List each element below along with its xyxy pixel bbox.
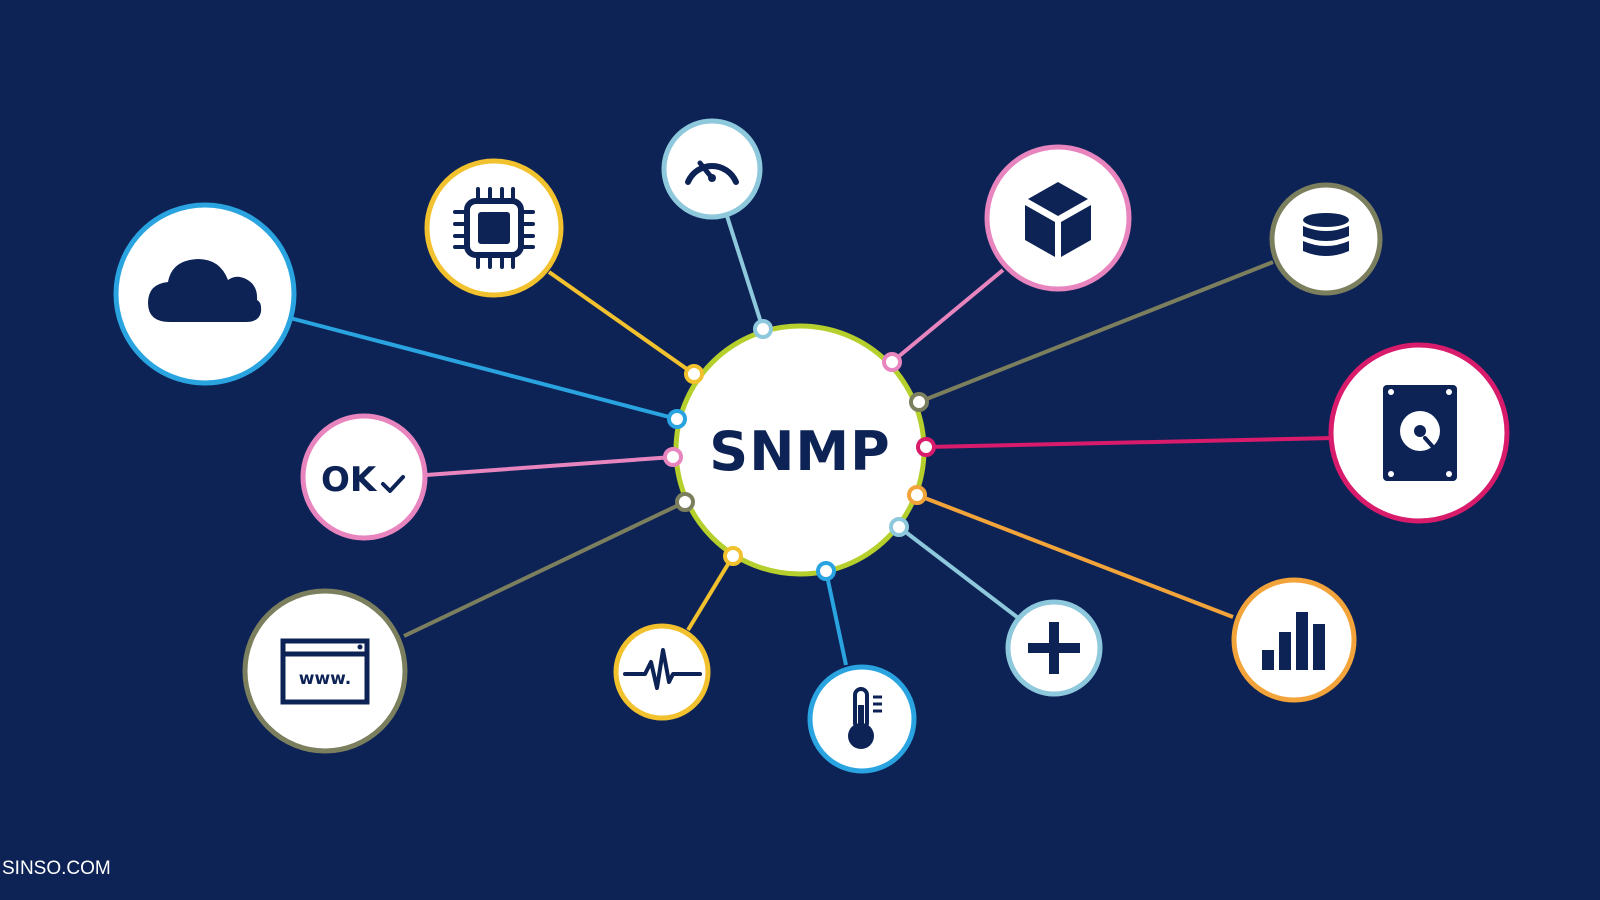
anchor-thermometer [816, 561, 836, 581]
center-label: SNMP [709, 420, 890, 483]
node-gauge [661, 118, 763, 220]
anchor-bar-chart [907, 485, 927, 505]
anchor-cloud [667, 409, 687, 429]
anchor-hard-drive [916, 437, 936, 457]
connector-plus [897, 525, 1019, 619]
connector-hard-drive [925, 436, 1334, 449]
heartbeat-pulse-icon [623, 648, 702, 690]
ok-check-icon: OK [321, 460, 405, 500]
bar-chart-icon [1262, 612, 1325, 670]
connector-lines [289, 215, 1334, 666]
ring-anchor-dots [663, 319, 936, 581]
thermometer-icon [848, 687, 882, 749]
anchor-cube [882, 352, 902, 372]
connector-cube [890, 268, 1005, 364]
connector-pulse [686, 554, 735, 632]
node-pulse [613, 623, 711, 721]
anchor-ok [663, 447, 683, 467]
database-icon [1303, 213, 1349, 256]
hard-drive-icon [1383, 385, 1457, 481]
watermark-text: SINSO.COM [2, 858, 111, 879]
plus-icon [1028, 622, 1080, 674]
node-bar-chart [1231, 577, 1357, 703]
connector-bar-chart [916, 493, 1234, 619]
connector-database [918, 260, 1274, 404]
anchor-database [909, 392, 929, 412]
node-web: www. [242, 588, 408, 754]
connector-chip [547, 270, 696, 376]
cpu-chip-icon [453, 187, 535, 269]
connector-ok [425, 455, 674, 477]
anchor-gauge [753, 319, 773, 339]
connector-thermometer [824, 570, 848, 666]
browser-window-icon: www. [280, 638, 370, 705]
anchor-pulse [723, 546, 743, 566]
ok-label: OK [321, 460, 378, 500]
anchor-chip [684, 364, 704, 384]
node-chip [424, 158, 564, 298]
node-thermometer [807, 664, 917, 774]
node-ok: OK [300, 413, 428, 541]
www-label: www. [299, 669, 352, 689]
cube-box-icon [1025, 182, 1091, 257]
anchor-web [675, 492, 695, 512]
node-cloud [113, 202, 297, 386]
connector-web [403, 500, 686, 638]
node-hard-drive [1328, 342, 1510, 524]
connector-gauge [725, 215, 765, 330]
connector-cloud [289, 316, 678, 421]
node-database [1269, 182, 1383, 296]
anchor-plus [889, 517, 909, 537]
speed-gauge-icon [685, 160, 739, 185]
cloud-icon [148, 259, 262, 322]
node-plus [1005, 599, 1103, 697]
node-cube [984, 144, 1132, 292]
